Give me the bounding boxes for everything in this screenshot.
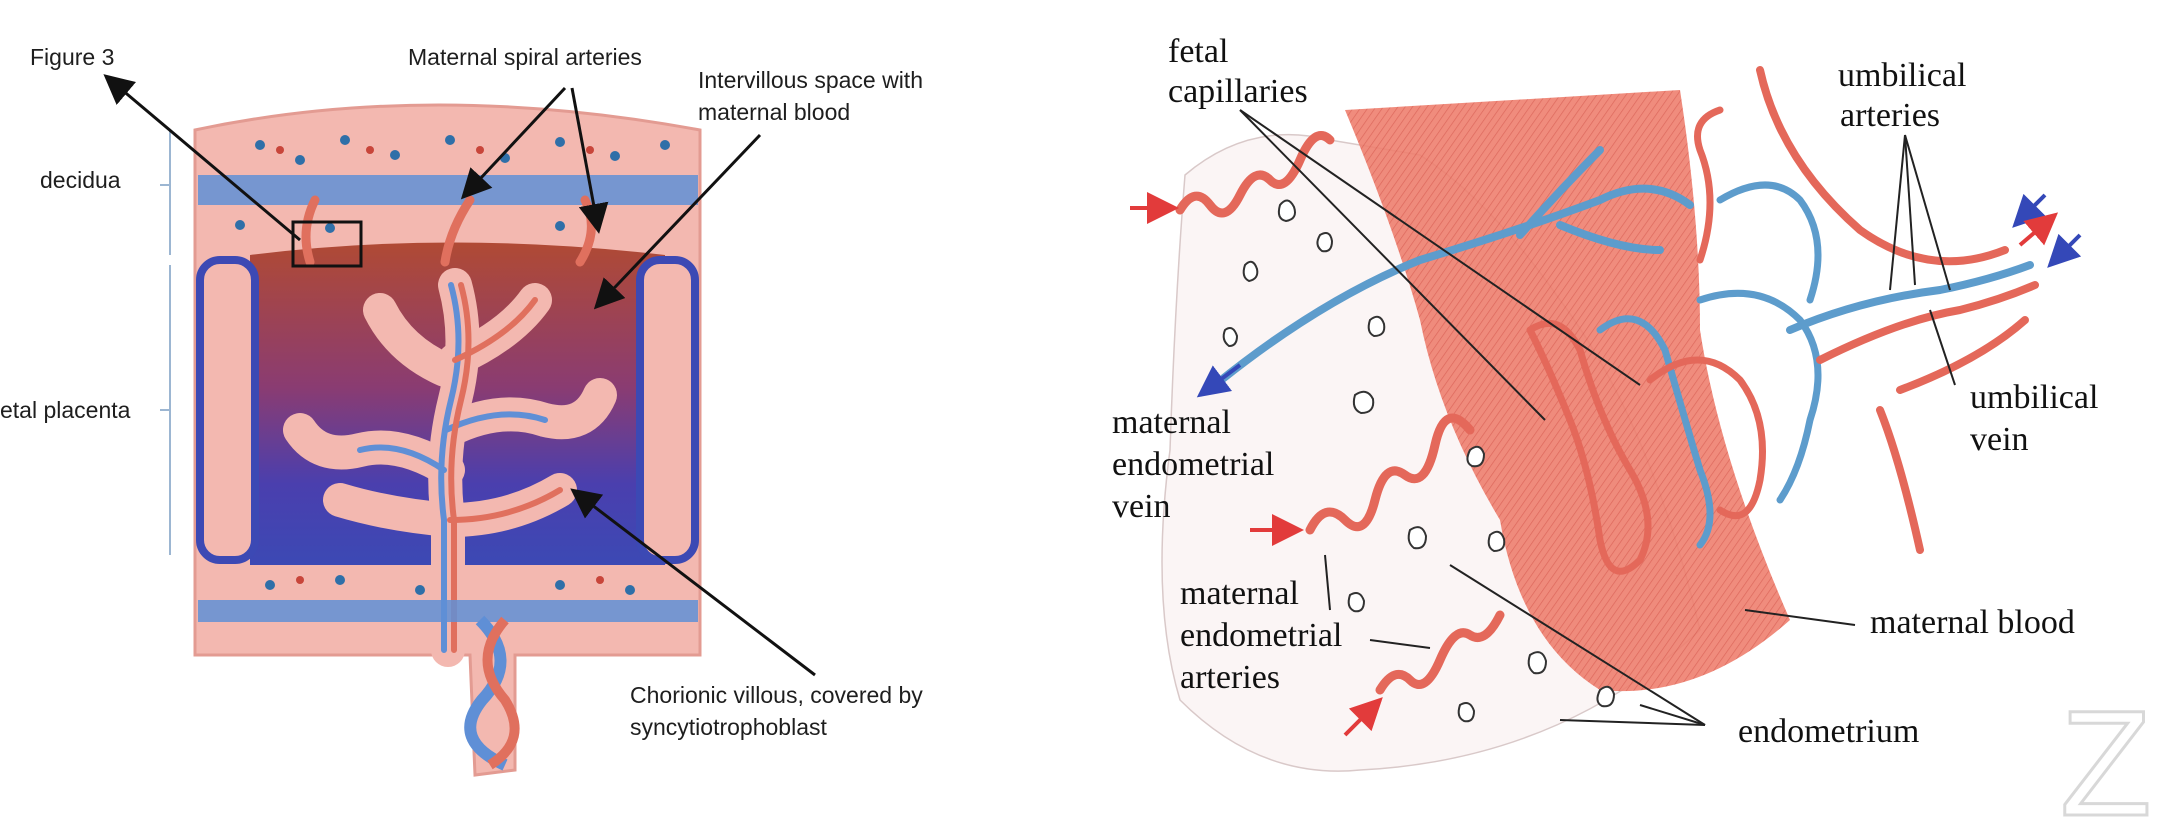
left-pointer-lines <box>103 74 816 677</box>
right-side-column <box>636 256 699 564</box>
right-leader-lines <box>1239 109 1956 726</box>
umbilical-vein-label-1: umbilical <box>1970 379 2098 416</box>
fetal-capillaries-label-1: fetal <box>1168 33 1228 70</box>
umbilical-vein-label-2: vein <box>1970 421 2029 458</box>
maternal-blood-region <box>1345 90 1790 692</box>
fetal-capillary-loops <box>1526 106 1822 575</box>
maternal-arteries-label-3: arteries <box>1180 659 1280 696</box>
umbilical-cord <box>464 615 508 771</box>
figure-3-label: Figure 3 <box>30 44 114 70</box>
maternal-arteries-label-2: endometrial <box>1180 617 1342 654</box>
left-side-column <box>196 256 259 564</box>
decidua-red-cells <box>276 146 604 584</box>
watermark-logo: Z <box>2060 679 2152 818</box>
maternal-vein-label-2: endometrial <box>1112 446 1274 483</box>
maternal-vein-label-3: vein <box>1112 488 1171 525</box>
intervillous-label-line2: maternal blood <box>698 99 850 125</box>
right-placenta-illustration: fetal capillaries umbilical arteries umb… <box>1112 33 2098 772</box>
decidua-band <box>198 175 698 205</box>
decidua-label: decidua <box>40 167 121 193</box>
flow-arrows <box>1130 192 2082 737</box>
fetal-capillaries-label-2: capillaries <box>1168 73 1308 110</box>
endometrium-label: endometrium <box>1738 713 1919 750</box>
maternal-arteries-label-1: maternal <box>1180 575 1299 612</box>
maternal-spiral-arteries-label: Maternal spiral arteries <box>408 44 642 70</box>
maternal-vein-label-1: maternal <box>1112 404 1231 441</box>
chorionic-label-line2: syncytiotrophoblast <box>630 714 827 740</box>
intervillous-label-line1: Intervillous space with <box>698 67 923 93</box>
endometrium-cells <box>1222 199 1616 723</box>
region-braces <box>160 130 171 555</box>
maternal-endometrial-arteries <box>1175 131 1505 695</box>
figure-inset-box <box>291 220 363 268</box>
chorionic-villous-tree <box>283 268 617 667</box>
chorionic-label-line1: Chorionic villous, covered by <box>630 682 923 708</box>
maternal-endometrial-vein <box>1211 146 1694 389</box>
umbilical-cord-vessels <box>1756 66 2039 554</box>
umbilical-cord-artery <box>482 616 520 770</box>
maternal-blood-label: maternal blood <box>1870 604 2075 641</box>
left-placenta-illustration: Figure 3 decidua etal placenta Maternal … <box>0 44 923 777</box>
chorionic-plate <box>198 600 698 622</box>
fetal-placenta-label: etal placenta <box>0 397 131 423</box>
umbilical-arteries-label-1: umbilical <box>1838 57 1966 94</box>
decidua-cells <box>235 135 670 595</box>
umbilical-arteries-label-2: arteries <box>1840 97 1940 134</box>
